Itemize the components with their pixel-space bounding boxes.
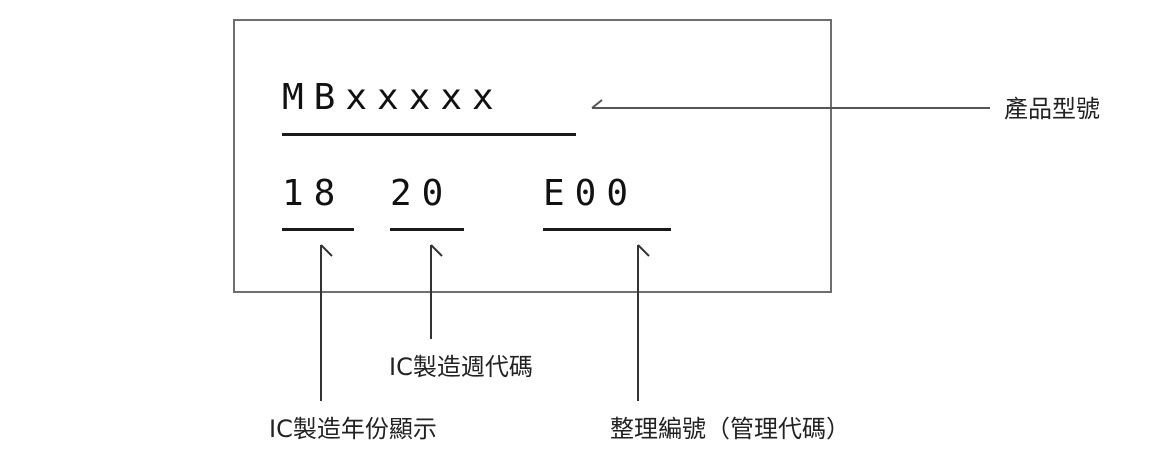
week-code: 20	[390, 173, 454, 214]
week-code-underline	[390, 228, 464, 231]
year-code: 18	[282, 173, 346, 214]
year-code-underline	[282, 228, 354, 231]
week-leader-line	[430, 245, 432, 339]
product-model-label: 產品型號	[1004, 95, 1100, 123]
product-model-code: MBxxxxx	[282, 77, 504, 118]
management-leader-line	[637, 245, 639, 401]
year-leader-line	[320, 245, 322, 401]
management-number-label: 整理編號（管理代碼）	[610, 415, 850, 443]
arrowhead-icon	[637, 244, 650, 257]
arrowhead-icon	[591, 99, 603, 109]
ic-week-code-label: IC製造週代碼	[389, 353, 533, 381]
management-code-underline	[543, 228, 671, 231]
chip-marking-box	[233, 19, 832, 293]
management-code: E00	[543, 173, 639, 214]
product-model-leader-line	[592, 107, 990, 109]
product-model-underline	[282, 133, 576, 136]
arrowhead-icon	[430, 244, 443, 257]
ic-year-display-label: IC製造年份顯示	[269, 415, 437, 443]
arrowhead-icon	[320, 244, 333, 257]
